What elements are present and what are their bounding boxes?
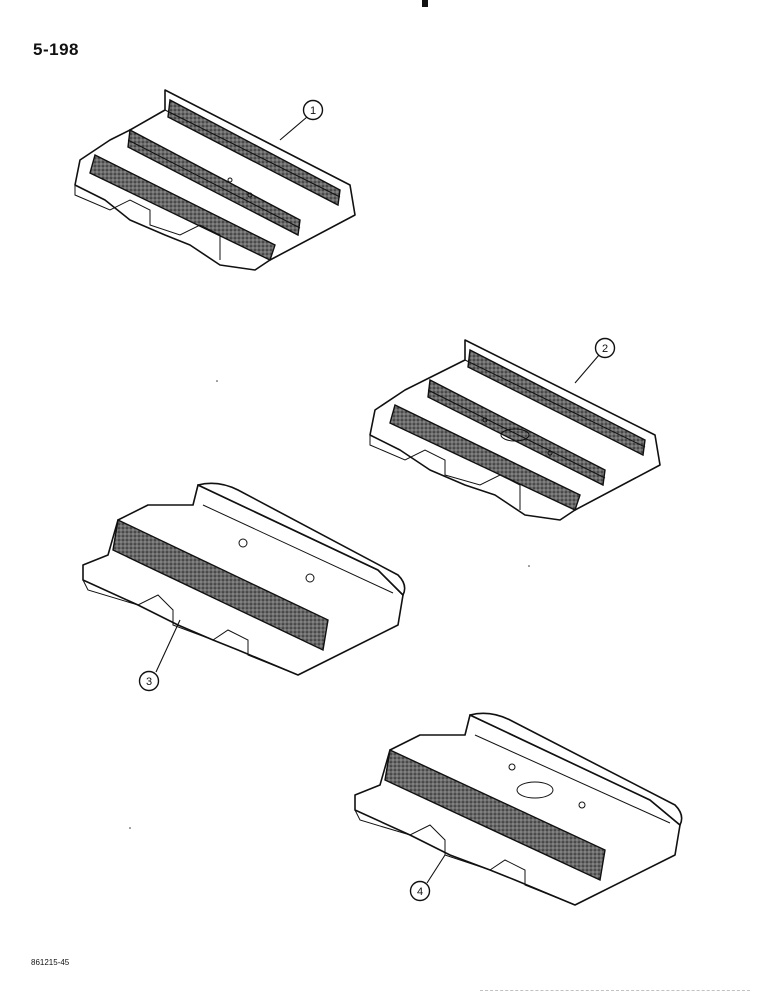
scan-mark (422, 0, 428, 7)
callout-label-3: 3 (146, 676, 152, 688)
leader-line-4 (426, 854, 446, 884)
callout-label-1: 1 (310, 105, 316, 117)
track-shoe-2 (369, 339, 661, 521)
figure-code: 861215-45 (31, 958, 70, 967)
track-shoe-1 (74, 89, 356, 271)
leader-line-3 (155, 619, 181, 673)
callout-circle-1 (302, 99, 324, 121)
callout-circle-3 (138, 670, 160, 692)
callout-circle-2 (594, 337, 616, 359)
track-shoe-4 (354, 712, 683, 906)
callout-label-4: 4 (417, 886, 423, 898)
callout-circle-4 (409, 880, 431, 902)
callout-label-2: 2 (602, 343, 608, 355)
leader-line-1 (279, 116, 308, 141)
scan-noise (480, 990, 750, 995)
track-shoe-3 (82, 482, 406, 676)
leader-line-2 (574, 354, 600, 384)
page-number: 5-198 (33, 40, 79, 59)
